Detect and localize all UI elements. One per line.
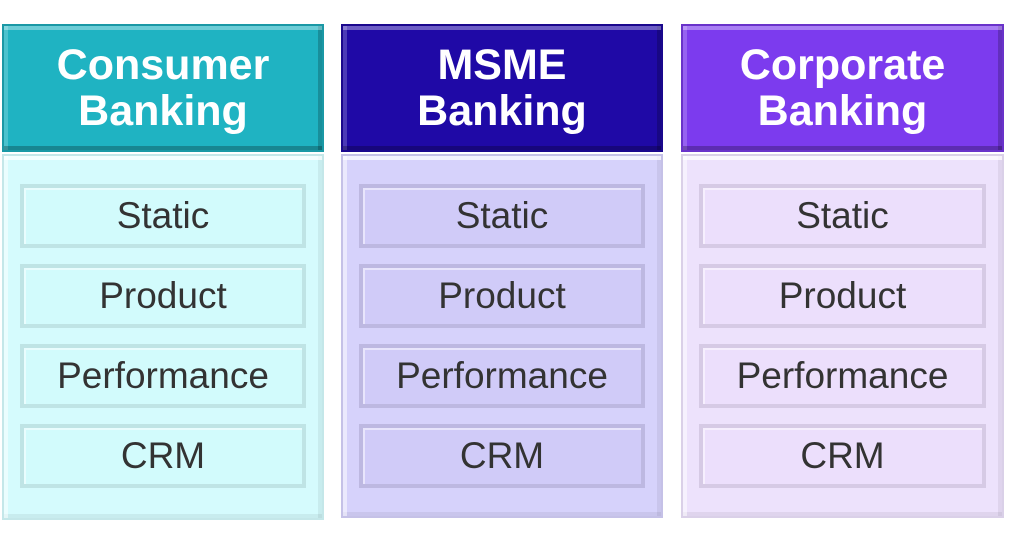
list-item-static: Static [359,184,645,248]
msme-banking-header: MSME Banking [341,24,663,152]
header-title-line1: Corporate [739,41,946,89]
list-item-product: Product [359,264,645,328]
list-item-crm: CRM [20,424,306,488]
header-title: Corporate Banking [740,42,945,134]
corporate-banking-list: Static Product Performance CRM [681,154,1004,518]
list-item-crm: CRM [699,424,986,488]
header-title: MSME Banking [417,42,587,134]
list-item-static: Static [699,184,986,248]
header-title-line2: Banking [417,87,587,135]
header-title-line1: MSME [437,41,567,89]
msme-banking-column: MSME Banking Static Product Performance … [341,24,663,518]
consumer-banking-list: Static Product Performance CRM [2,154,324,520]
list-item-performance: Performance [699,344,986,408]
header-title-line1: Consumer [56,41,270,89]
msme-banking-list: Static Product Performance CRM [341,154,663,518]
header-title-line2: Banking [757,87,928,135]
list-item-static: Static [20,184,306,248]
list-item-performance: Performance [359,344,645,408]
corporate-banking-header: Corporate Banking [681,24,1004,152]
consumer-banking-column: Consumer Banking Static Product Performa… [2,24,324,520]
header-title: Consumer Banking [57,42,270,134]
list-item-performance: Performance [20,344,306,408]
corporate-banking-column: Corporate Banking Static Product Perform… [681,24,1004,518]
header-title-line2: Banking [78,87,248,135]
consumer-banking-header: Consumer Banking [2,24,324,152]
list-item-crm: CRM [359,424,645,488]
list-item-product: Product [20,264,306,328]
list-item-product: Product [699,264,986,328]
